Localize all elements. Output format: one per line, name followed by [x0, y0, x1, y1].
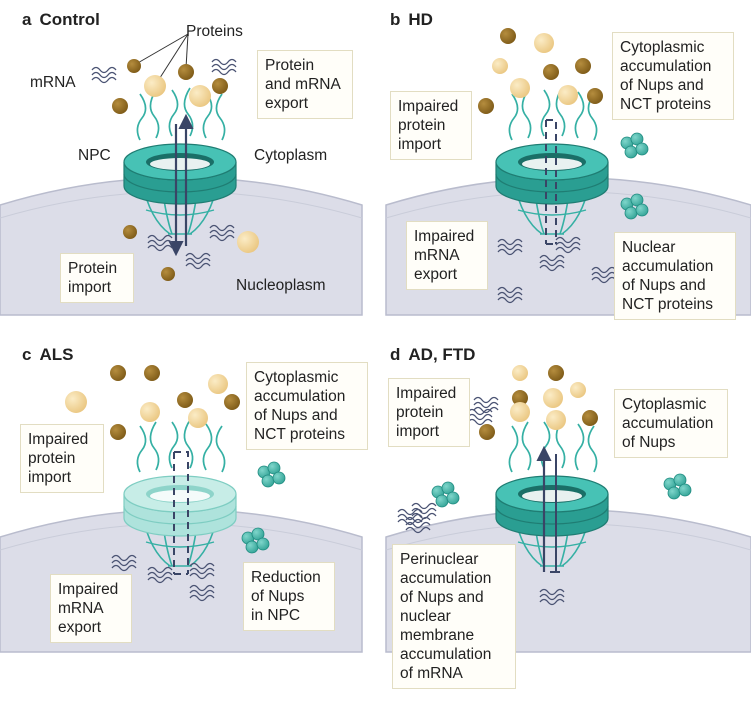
panel-d-letter: d: [390, 345, 401, 364]
proteins-label: Proteins: [186, 23, 243, 40]
panel-c-letter: c: [22, 345, 32, 364]
panel-d-title: d AD, FTD: [390, 345, 475, 365]
panel-d-title-text: AD, FTD: [408, 345, 476, 364]
panel-c-title: c ALS: [22, 345, 73, 365]
panel-c-impaired-import-box: Impaired protein import: [20, 424, 104, 493]
panel-c-title-text: ALS: [39, 345, 74, 364]
panel-a-letter: a: [22, 10, 32, 29]
panel-c-blocked-pathway: [174, 451, 189, 575]
panel-b-title: b HD: [390, 10, 433, 30]
panel-c-reduction-box: Reduction of Nups in NPC: [243, 562, 335, 631]
panel-d-impaired-import-box: Impaired protein import: [388, 378, 470, 447]
panel-a-export-box: Protein and mRNA export: [257, 50, 353, 119]
panel-d-perinuclear-box: Perinuclear accumulation of Nups and nuc…: [392, 544, 516, 689]
panel-d-cyto-accum-box: Cytoplasmic accumulation of Nups: [614, 389, 728, 458]
panel-a-title: a Control: [22, 10, 100, 30]
npc-label: NPC: [78, 147, 111, 164]
mrna-label: mRNA: [30, 74, 76, 91]
panel-a-title-text: Control: [39, 10, 100, 29]
panel-a-import-box: Protein import: [60, 253, 134, 303]
panel-d-blocked-import: [550, 454, 560, 573]
cytoplasm-label: Cytoplasm: [254, 147, 328, 164]
panel-b-cyto-accum-box: Cytoplasmic accumulation of Nups and NCT…: [612, 32, 734, 120]
panel-b-title-text: HD: [408, 10, 433, 29]
panel-b-impaired-export-box: Impaired mRNA export: [406, 221, 488, 290]
panel-c-impaired-export-box: Impaired mRNA export: [50, 574, 132, 643]
nucleoplasm-label: Nucleoplasm: [236, 277, 326, 294]
panel-b-impaired-import-box: Impaired protein import: [390, 91, 472, 160]
panel-b-letter: b: [390, 10, 401, 29]
panel-b-nuclear-accum-box: Nuclear accumulation of Nups and NCT pro…: [614, 232, 736, 320]
panel-b-blocked-pathway: [546, 119, 557, 245]
panel-c-cyto-accum-box: Cytoplasmic accumulation of Nups and NCT…: [246, 362, 368, 450]
